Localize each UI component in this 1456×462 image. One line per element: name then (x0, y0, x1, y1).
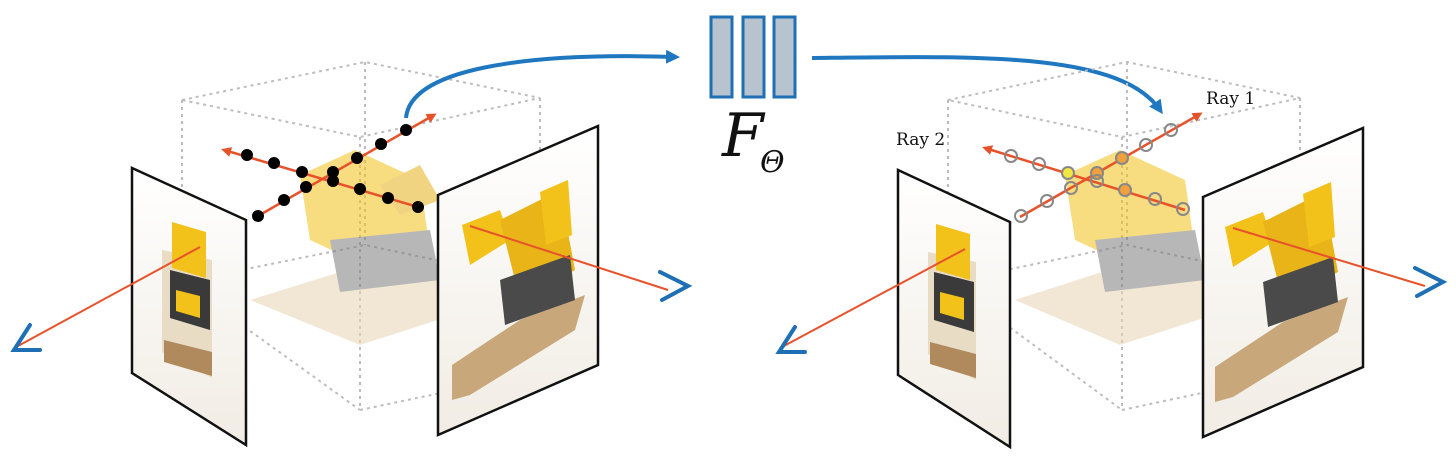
sample-point (382, 192, 394, 204)
right-sample-points (1004, 123, 1190, 223)
left-image-plane-1 (130, 166, 248, 448)
ray-1-line (1019, 112, 1203, 219)
sample-point (296, 166, 308, 178)
sample-point (1115, 151, 1129, 165)
sample-point (1090, 174, 1104, 188)
sample-point (1139, 138, 1153, 152)
sample-point (1004, 149, 1018, 163)
sample-point (1061, 166, 1075, 180)
right-camera-ray-1 (781, 248, 966, 348)
sample-point (351, 152, 363, 164)
network-function-label: F (721, 101, 766, 171)
sample-point (1032, 157, 1046, 171)
sample-point (300, 181, 312, 193)
left-image-plane-2 (436, 124, 600, 437)
sample-point (241, 149, 253, 161)
sample-point (354, 183, 366, 195)
left-camera-ray-1 (17, 246, 201, 347)
sample-point (327, 166, 339, 178)
right-image-plane-2 (1201, 126, 1365, 439)
camera-eye-icon (775, 325, 807, 354)
network-layers-icon (709, 15, 797, 99)
sample-point (1014, 209, 1028, 223)
network-function-subscript: Θ (760, 145, 785, 180)
sample-point (1164, 123, 1178, 137)
sample-point (1040, 194, 1054, 208)
sample-point (1176, 202, 1190, 216)
sample-point (400, 124, 412, 136)
sample-point (252, 210, 264, 222)
ray-1-label: Ray 1 (1206, 89, 1255, 109)
sample-point (1148, 192, 1162, 206)
right-scene: Ray 1 Ray 2 (775, 60, 1448, 450)
right-image-plane-1 (896, 168, 1012, 450)
sample-point (375, 138, 387, 150)
query-arrow (404, 49, 680, 119)
ray-2-label: Ray 2 (896, 130, 945, 150)
left-camera-ray-2 (469, 225, 669, 291)
left-scene (10, 60, 693, 448)
sample-point (1118, 183, 1132, 197)
left-sample-points (241, 124, 424, 222)
camera-eye-icon (10, 323, 42, 352)
sample-point (268, 157, 280, 169)
output-arrow (811, 55, 1163, 115)
camera-eye-icon (658, 270, 693, 302)
sample-point (327, 175, 339, 187)
sample-point (1064, 181, 1078, 195)
ray-2-line (982, 145, 1186, 212)
camera-eye-icon (1413, 266, 1448, 298)
sample-point (278, 194, 290, 206)
sample-point (412, 201, 424, 213)
right-camera-ray-2 (1232, 227, 1426, 287)
